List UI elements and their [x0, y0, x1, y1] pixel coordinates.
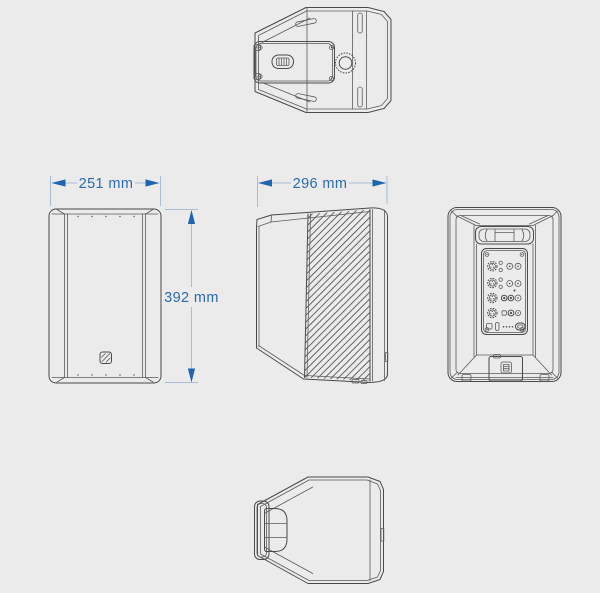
front-corner-mark-bl [56, 377, 65, 383]
front-view-outline [48, 208, 162, 384]
top-view-outline [254, 7, 392, 113]
knob-row4-a [507, 309, 515, 317]
side-view-outline [256, 207, 388, 383]
side-foot-rear [360, 380, 368, 384]
rear-handle [475, 226, 534, 245]
side-top-cap-edge [257, 221, 272, 227]
rear-corner-mark-bl [451, 371, 458, 379]
bottom-view-inner-wall [260, 479, 381, 581]
width-arrow-right [145, 179, 160, 187]
rear-foot-left [461, 374, 472, 382]
front-view [48, 208, 162, 384]
bottom-foot-assembly [254, 500, 288, 560]
rear-view [447, 207, 562, 382]
control-panel [481, 248, 528, 335]
knob-row1-a [506, 262, 514, 270]
top-view-chamfer-line-top [261, 17, 311, 43]
front-corner-mark-br [145, 377, 154, 383]
side-view [256, 207, 389, 384]
power-inlet-plate [488, 354, 523, 382]
side-latch-bottom [253, 73, 261, 80]
led-indicators [502, 326, 514, 328]
bottom-chamfer-line-top [263, 486, 314, 514]
control-panel-screws [484, 252, 525, 332]
button-row1-b [498, 267, 503, 273]
front-grille-pins [77, 215, 135, 376]
top-panel-screws [257, 45, 334, 82]
vent-slot-bottom-right [357, 86, 363, 108]
knob-row4-b [515, 309, 522, 316]
vent-slot-bottom-left [295, 93, 317, 102]
side-grille-left-edge [304, 213, 309, 378]
top-panel [253, 41, 335, 84]
depth-dimension-label: 296 mm [293, 176, 348, 192]
bottom-view [254, 476, 385, 584]
rear-foot-right [539, 374, 550, 382]
side-top-cap-side [270, 214, 272, 223]
usb-port [495, 322, 500, 331]
switch-row4 [501, 310, 507, 316]
height-arrow-top [187, 210, 196, 224]
width-dimension: 251 mm [50, 176, 161, 206]
led-row2 [513, 289, 516, 292]
depth-dimension: 296 mm [257, 176, 388, 207]
port-square [486, 323, 493, 330]
carry-handle [271, 54, 294, 69]
knob-row3-a [500, 294, 508, 302]
button-row2-b [498, 284, 503, 289]
height-arrow-bottom [187, 368, 196, 383]
side-foot-front [351, 379, 360, 384]
knob-row3-b [507, 294, 515, 302]
rear-top-recess [455, 215, 554, 226]
height-dimension: 392 mm [164, 209, 219, 383]
depth-arrow-right [372, 179, 387, 187]
button-row2-a [498, 277, 503, 282]
side-grille-left-edge-inner [306, 213, 311, 379]
width-arrow-left [51, 179, 66, 187]
side-bottom-inner-slant [258, 345, 305, 376]
vent-slot-top-right [357, 12, 363, 34]
power-button [515, 322, 526, 331]
front-corner-mark-tr [145, 209, 154, 215]
bottom-view-outline [257, 476, 384, 584]
top-panel-inner [255, 43, 333, 82]
bottom-grille-badge [380, 528, 385, 542]
xlr-combo-input-1 [487, 261, 498, 272]
vent-slot-top-left [295, 18, 317, 27]
depth-arrow-left [258, 179, 272, 187]
side-latch-top [253, 44, 261, 51]
top-view [253, 7, 392, 113]
xlr-combo-input-3 [487, 292, 498, 304]
knob-row2-b [514, 280, 522, 287]
knob-row2-a [506, 280, 514, 287]
pole-mount-socket [335, 52, 356, 74]
rear-bottom-recess [455, 354, 554, 378]
rear-inner-wall [455, 215, 554, 374]
rear-channel [473, 225, 536, 358]
rear-view-outline-inner [449, 209, 560, 380]
side-grille-hatch [304, 209, 370, 381]
knob-row3-c [514, 294, 522, 302]
width-dimension-label: 251 mm [79, 176, 134, 192]
side-grille-badge [385, 352, 389, 362]
xlr-combo-input-2 [487, 277, 498, 289]
button-row1-a [498, 260, 503, 265]
brand-logo-badge [99, 351, 112, 364]
rear-corner-mark-br [551, 371, 558, 379]
height-dimension-label: 392 mm [164, 290, 219, 306]
knob-row1-b [514, 262, 522, 270]
xlr-combo-input-4 [487, 307, 498, 319]
top-view-inner-wall [258, 10, 388, 110]
front-corner-mark-tl [56, 209, 65, 215]
